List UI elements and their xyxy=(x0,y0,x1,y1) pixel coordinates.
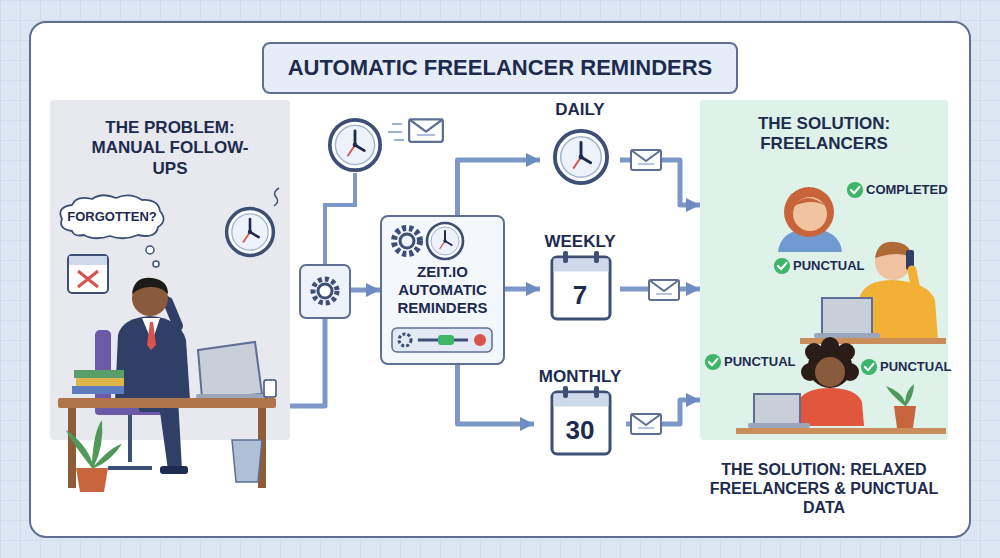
worried-man-scene xyxy=(160,466,188,474)
monthly-calendar xyxy=(563,386,568,398)
weekly-calendar xyxy=(563,251,568,263)
status-badge: PUNCTUAL xyxy=(793,258,865,274)
node-label: DAILY xyxy=(540,100,620,120)
cloud-outline xyxy=(60,195,163,238)
top-clock xyxy=(409,119,443,142)
reminder-engine-box: ZEIT.IO AUTOMATIC REMINDERS xyxy=(380,215,505,365)
envelope xyxy=(631,150,679,434)
title-text: AUTOMATIC FREELANCER REMINDERS xyxy=(288,55,713,81)
node-text: THE SOLUTION: RELAXED FREELANCERS & PUNC… xyxy=(699,460,949,518)
schedule-node: DAILY xyxy=(540,100,620,190)
weekly-calendar xyxy=(552,251,610,319)
node-label: MONTHLY xyxy=(534,367,626,387)
gear-box xyxy=(318,284,332,298)
node-text: 7 xyxy=(551,282,609,308)
flow-arrow xyxy=(620,287,700,292)
status-badge: PUNCTUAL xyxy=(724,354,796,370)
top-clock xyxy=(330,120,380,170)
node-label: THE PROBLEM: MANUAL FOLLOW-UPS xyxy=(85,118,255,179)
flow-arrow xyxy=(290,290,380,406)
status-badge: PUNCTUAL xyxy=(880,359,952,375)
flow-arrow xyxy=(458,160,541,215)
flow-arrow xyxy=(620,160,700,205)
envelope xyxy=(649,280,679,300)
title-box: AUTOMATIC FREELANCER REMINDERS xyxy=(262,42,738,94)
envelope xyxy=(631,414,661,434)
weekly-calendar xyxy=(594,251,599,263)
worried-man-scene xyxy=(76,468,108,492)
problem-panel: FORGOTTEN? THE PROBLEM: MANUAL FOLLOW-UPS xyxy=(50,100,290,440)
envelope xyxy=(631,150,661,170)
weekly-calendar xyxy=(554,259,609,272)
monthly-calendar xyxy=(594,386,599,398)
gear-box xyxy=(313,279,337,303)
schedule-node: WEEKLY 7 xyxy=(540,232,620,324)
schedule-node: MONTHLY 30 xyxy=(534,367,626,459)
top-clock xyxy=(325,173,355,265)
node-label: ZEIT.IO AUTOMATIC REMINDERS xyxy=(384,263,502,317)
weekly-calendar xyxy=(552,257,610,319)
flow-arrow xyxy=(626,400,700,424)
monthly-calendar xyxy=(554,394,609,407)
gear-box xyxy=(300,265,350,318)
flow-arrow xyxy=(505,287,540,292)
top-clock xyxy=(388,124,404,140)
node-label: FORGOTTEN? xyxy=(62,209,162,225)
monthly-calendar xyxy=(552,392,610,454)
node-label: WEEKLY xyxy=(540,232,620,252)
frame xyxy=(30,22,970,537)
gear-box xyxy=(300,265,350,318)
monthly-calendar xyxy=(552,386,610,454)
node-text: 30 xyxy=(551,417,609,443)
status-badge: COMPLETED xyxy=(866,182,948,198)
daily-clock xyxy=(555,131,607,183)
node-label: THE SOLUTION: FREELANCERS xyxy=(729,114,919,155)
flow-arrow xyxy=(458,365,535,424)
daily-clock xyxy=(555,131,607,183)
worried-man-scene xyxy=(232,440,262,482)
thought-bubble: FORGOTTEN? xyxy=(58,195,166,239)
